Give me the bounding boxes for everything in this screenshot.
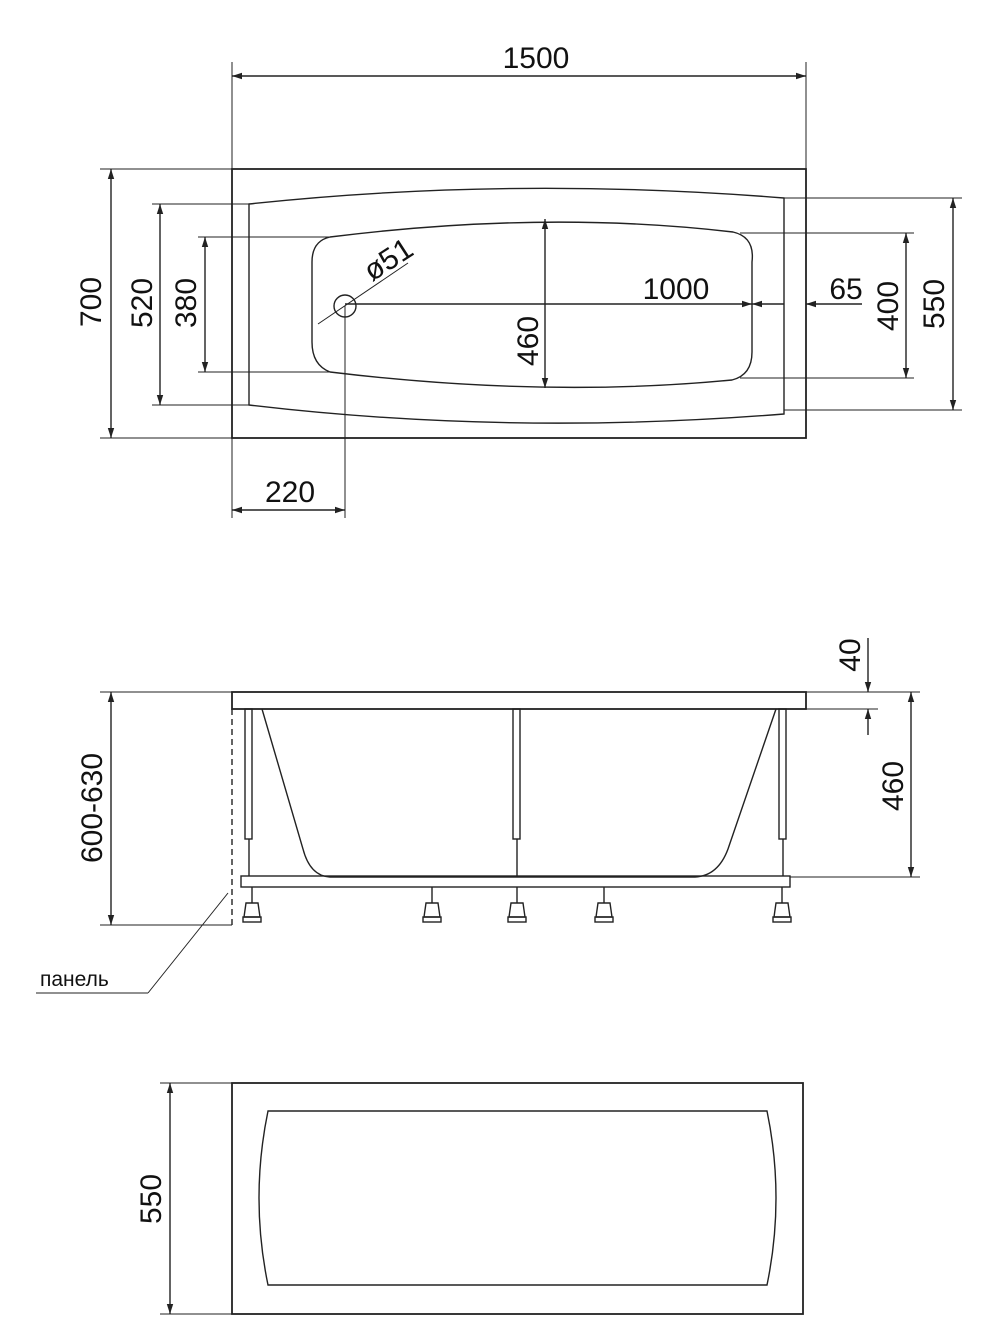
support-post	[778, 708, 787, 840]
dim-panel-height: 550	[135, 1174, 168, 1224]
dim-right-rim-width: 550	[918, 279, 951, 329]
dim-overall-width: 700	[75, 277, 108, 327]
support-frame	[240, 875, 791, 888]
panel-label: панель	[40, 968, 109, 991]
dim-drain-diameter: ø51	[358, 232, 419, 288]
adjustable-feet	[242, 887, 792, 923]
basin-outline	[311, 221, 754, 389]
support-post	[512, 708, 521, 840]
dim-rim-inner-width: 520	[126, 278, 159, 328]
tub-rim-side	[231, 691, 807, 710]
panel-view: 550	[135, 1082, 804, 1315]
dim-right-bottom-width: 400	[872, 281, 905, 331]
front-panel-inner	[258, 1110, 777, 1286]
dim-basin-depth: 460	[877, 761, 910, 811]
front-panel-outline	[231, 1082, 804, 1315]
dim-rim-thickness: 40	[834, 638, 867, 671]
basin-profile	[261, 708, 777, 878]
dim-right-rim-offset: 65	[829, 273, 862, 306]
support-post	[244, 708, 253, 840]
dim-overall-length: 1500	[503, 42, 570, 75]
dim-basin-bottom-width: 380	[170, 278, 203, 328]
side-view: 600-630 40 460 панель	[36, 638, 920, 994]
top-view: 1500 700 520 380 ø51 1000 65 460 400	[75, 42, 962, 518]
rim-inner-outline	[248, 187, 785, 424]
dim-drain-offset: 220	[265, 476, 315, 509]
dim-basin-inner-width: 460	[512, 316, 545, 366]
dim-total-height: 600-630	[76, 753, 109, 863]
dim-basin-length: 1000	[643, 273, 710, 306]
